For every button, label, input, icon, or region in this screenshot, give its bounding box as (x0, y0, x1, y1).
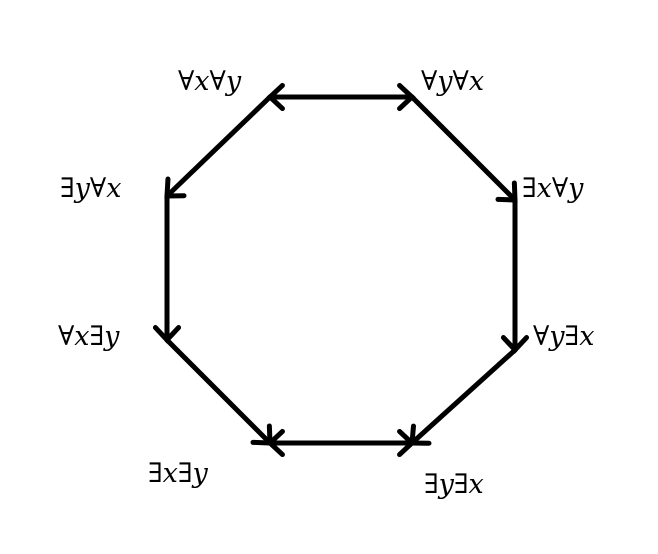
node-label-AxAy: ∀x∀y (178, 66, 242, 97)
node-label-ExAy: ∃x∀y (522, 173, 584, 204)
node-label-EyEx: ∃y∃x (424, 469, 484, 500)
arrowhead-AxEy-ExEy-end (250, 423, 273, 446)
arrowhead-EyAx-AxEy-end (152, 325, 182, 344)
node-label-EyAx: ∃y∀x (60, 173, 121, 204)
labels-layer: ∀x∀y ∀y∀x ∃x∀y ∀y∃x ∃y∃x ∃x∃y ∀x∃y ∃y∀x (58, 66, 594, 500)
arrowhead-AxAy-EyAx-end (164, 176, 187, 199)
edge-AxAy-EyAx (164, 94, 273, 199)
node-label-AxEy: ∀x∃y (58, 321, 120, 352)
node-label-AyEx: ∀y∃x (533, 321, 594, 352)
arrowhead-EyEx-ExEy-start (397, 428, 416, 458)
edges-layer (152, 82, 530, 458)
node-label-AyAx: ∀y∀x (421, 66, 484, 97)
edge-AyAx-ExAy (409, 94, 518, 203)
edge-AxEy-ExEy (164, 337, 273, 446)
node-label-ExEy: ∃x∃y (148, 458, 209, 489)
edge-AyEx-EyEx (409, 347, 518, 446)
